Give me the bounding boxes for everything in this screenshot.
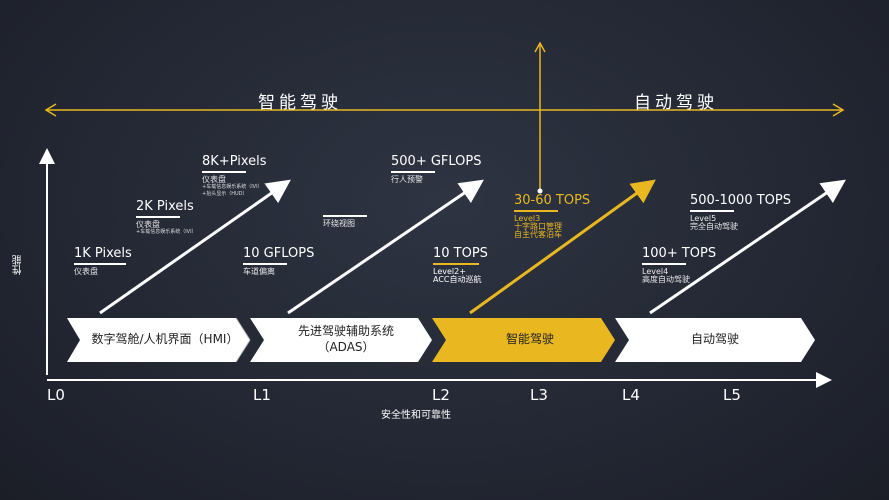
level-l4: L4 [622,386,640,404]
top-range-arrow [44,103,845,117]
level-l2: L2 [432,386,450,404]
level-l5: L5 [723,386,741,404]
x-axis-label: 安全性和可靠性 [381,410,451,421]
header-smart-driving: 智能驾驶 [258,93,342,113]
header-autonomous-driving: 自动驾驶 [634,93,718,113]
level-l1: L1 [253,386,271,404]
stage-band [67,317,815,363]
stage-hmi: 数字驾舱/人机界面（HMI） [91,332,239,347]
stage-smart-driving: 智能驾驶 [505,332,554,347]
milestone-surround-view: 环绕视图 [323,212,367,228]
trend-arrow-auto [649,179,846,315]
trend-arrow-smart [469,179,656,315]
trend-arrow-hmi [99,179,291,315]
stage-adas: 先进驾驶辅助系统（ADAS） [297,324,394,354]
level-l0: L0 [47,386,65,404]
stage-autonomous: 自动驾驶 [690,332,739,347]
level-l3: L3 [530,386,548,404]
divider-arrow [534,41,546,190]
divider-dot [537,188,543,194]
y-axis-label: 性能 [13,255,24,275]
trend-arrow-adas [287,179,484,315]
